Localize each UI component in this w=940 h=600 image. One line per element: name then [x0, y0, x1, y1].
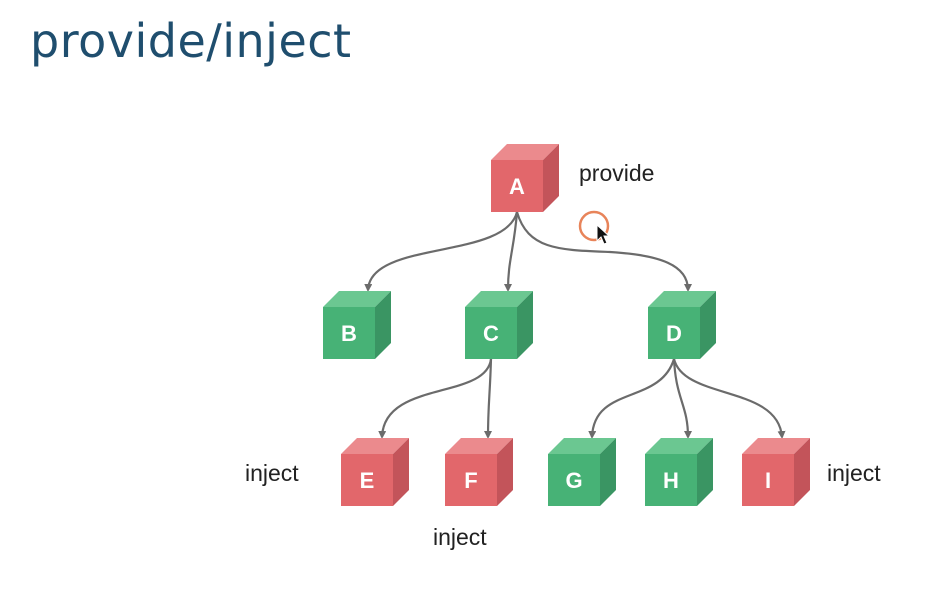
node-c-cube: C: [465, 291, 533, 359]
edge-c-f: [484, 358, 493, 439]
edge-d-h: [672, 358, 692, 439]
node-f-label: F: [464, 468, 477, 493]
cube-front-face: [341, 454, 393, 506]
cube-side-face: [700, 291, 716, 359]
cube-front-face: [548, 454, 600, 506]
mouse-cursor-icon: [578, 210, 611, 245]
node-e-label: E: [360, 468, 375, 493]
cube-side-face: [375, 291, 391, 359]
node-h-cube: H: [645, 438, 713, 506]
cursor-click-ring: [578, 210, 610, 242]
node-h-label: H: [663, 468, 679, 493]
cube-side-face: [497, 438, 513, 506]
edge-d-g: [588, 358, 676, 439]
cube-side-face: [600, 438, 616, 506]
cube-side-face: [697, 438, 713, 506]
inject-label-i: inject: [827, 460, 881, 486]
cube-top-face: [645, 438, 713, 454]
node-c-label: C: [483, 321, 499, 346]
cube-top-face: [648, 291, 716, 307]
cube-top-face: [465, 291, 533, 307]
node-d-label: D: [666, 321, 682, 346]
node-i-cube: I: [742, 438, 810, 506]
cube-front-face: [445, 454, 497, 506]
inject-label-f: inject: [433, 524, 487, 550]
cube-front-face: [648, 307, 700, 359]
slide-title: provide/inject: [30, 14, 352, 68]
cube-top-face: [445, 438, 513, 454]
node-d-cube: D: [648, 291, 716, 359]
cube-top-face: [491, 144, 559, 160]
provide-label: provide: [579, 160, 654, 186]
node-b-cube: B: [323, 291, 391, 359]
cube-front-face: [465, 307, 517, 359]
node-g-label: G: [565, 468, 582, 493]
edges-layer: [364, 211, 786, 439]
node-a-cube: A: [491, 144, 559, 212]
edge-a-c: [504, 211, 519, 292]
cube-side-face: [517, 291, 533, 359]
cube-top-face: [323, 291, 391, 307]
edge-a-d: [515, 211, 692, 292]
cube-front-face: [323, 307, 375, 359]
node-b-label: B: [341, 321, 357, 346]
cube-front-face: [645, 454, 697, 506]
node-e-cube: E: [341, 438, 409, 506]
edge-c-e: [378, 358, 493, 439]
cursor-arrow: [596, 223, 611, 245]
cube-top-face: [548, 438, 616, 454]
cube-top-face: [742, 438, 810, 454]
cube-side-face: [393, 438, 409, 506]
cube-side-face: [794, 438, 810, 506]
node-a-label: A: [509, 174, 525, 199]
nodes-layer: A B C D E F G H I: [323, 144, 810, 506]
cube-front-face: [742, 454, 794, 506]
edge-d-i: [672, 358, 786, 439]
node-i-label: I: [765, 468, 771, 493]
node-g-cube: G: [548, 438, 616, 506]
cube-top-face: [341, 438, 409, 454]
cube-front-face: [491, 160, 543, 212]
edge-a-b: [364, 211, 519, 292]
node-f-cube: F: [445, 438, 513, 506]
cube-side-face: [543, 144, 559, 212]
inject-label-e: inject: [245, 460, 299, 486]
